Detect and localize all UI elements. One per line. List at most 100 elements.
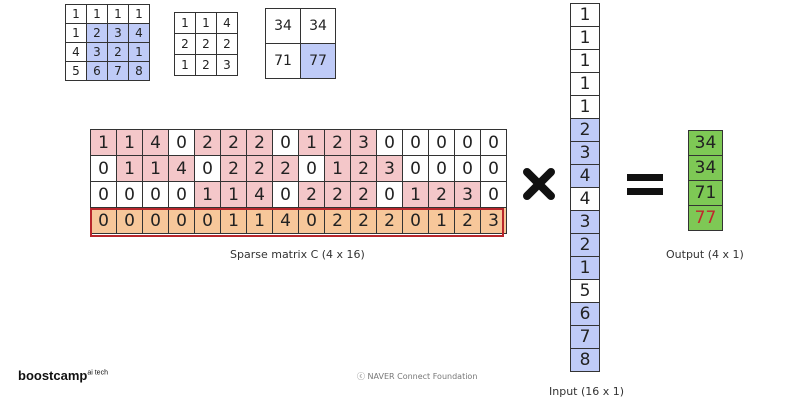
sparse-matrix-cell: 2 [350,155,377,182]
sparse-matrix-cell: 2 [324,207,351,234]
input-matrix-cell: 1 [107,4,129,24]
sparse-matrix-cell: 0 [428,129,455,156]
output-vector-cell: 34 [688,155,723,181]
sparse-matrix-cell: 2 [194,129,221,156]
sparse-matrix-cell: 2 [376,207,403,234]
sparse-matrix-cell: 2 [272,155,299,182]
sparse-matrix-cell: 0 [194,207,221,234]
sparse-matrix-cell: 0 [194,155,221,182]
sparse-matrix-cell: 2 [454,207,481,234]
copyright-text: ⓒ NAVER Connect Foundation [357,372,478,381]
sparse-matrix-cell: 2 [220,155,247,182]
sparse-matrix-cell: 4 [272,207,299,234]
sparse-matrix-cell: 0 [90,181,117,208]
sparse-matrix-cell: 0 [376,129,403,156]
sparse-matrix-cell: 0 [402,207,429,234]
input-vector-cell: 4 [570,187,600,211]
input-vector-cell: 1 [570,72,600,96]
sparse-matrix-cell: 0 [142,181,169,208]
sparse-matrix-cell: 1 [220,207,247,234]
kernel-cell: 1 [174,54,196,76]
sparse-matrix-cell: 1 [220,181,247,208]
sparse-matrix-label: Sparse matrix C (4 x 16) [230,248,365,261]
sparse-matrix-cell: 2 [324,181,351,208]
input-matrix-cell: 5 [65,61,87,81]
sparse-matrix-cell: 4 [142,129,169,156]
input-matrix-cell: 3 [86,42,108,62]
sparse-matrix-cell: 0 [142,207,169,234]
kernel-cell: 1 [195,12,217,34]
sparse-matrix-cell: 3 [376,155,403,182]
sparse-matrix-cell: 0 [480,155,507,182]
input-matrix-cell: 1 [65,23,87,43]
sparse-matrix-cell: 2 [220,129,247,156]
output-vector-cell: 34 [688,130,723,156]
sparse-matrix-cell: 1 [116,155,143,182]
sparse-matrix-cell: 2 [324,129,351,156]
logo-main-text: boostcamp [18,368,88,383]
sparse-matrix-cell: 2 [246,155,273,182]
input-matrix-cell: 6 [86,61,108,81]
sparse-matrix-cell: 0 [90,155,117,182]
sparse-matrix-cell: 0 [454,129,481,156]
sparse-matrix-cell: 0 [168,129,195,156]
kernel-cell: 2 [174,33,196,55]
input-matrix-cell: 8 [128,61,150,81]
input-vector-cell: 6 [570,302,600,326]
boostcamp-logo: boostcampai tech [18,368,108,383]
sparse-matrix-cell: 2 [246,129,273,156]
sparse-matrix-cell: 0 [402,155,429,182]
sparse-matrix-cell: 0 [272,129,299,156]
sparse-matrix-cell: 1 [246,207,273,234]
input-matrix-cell: 1 [128,4,150,24]
input-vector-cell: 2 [570,233,600,257]
input-matrix-cell: 7 [107,61,129,81]
sparse-matrix-cell: 0 [90,207,117,234]
input-vector-cell: 3 [570,141,600,165]
output-matrix-cell: 77 [300,43,336,79]
input-vector-cell: 7 [570,325,600,349]
sparse-matrix-cell: 0 [272,181,299,208]
sparse-matrix-cell: 0 [402,129,429,156]
input-vector-cell: 1 [570,256,600,280]
sparse-matrix-cell: 0 [480,181,507,208]
input-vector-cell: 1 [570,3,600,27]
output-matrix-cell: 34 [300,8,336,44]
sparse-matrix-cell: 0 [428,155,455,182]
input-vector-cell: 1 [570,49,600,73]
sparse-matrix-cell: 2 [428,181,455,208]
sparse-matrix-cell: 1 [142,155,169,182]
sparse-matrix-cell: 1 [402,181,429,208]
kernel-cell: 4 [216,12,238,34]
input-matrix-cell: 4 [65,42,87,62]
equals-icon [627,174,663,195]
kernel-cell: 2 [195,54,217,76]
sparse-matrix-cell: 1 [428,207,455,234]
sparse-matrix-cell: 4 [246,181,273,208]
output-vector-label: Output (4 x 1) [666,248,744,261]
input-vector-label: Input (16 x 1) [549,385,625,398]
sparse-matrix-cell: 1 [116,129,143,156]
input-matrix-cell: 2 [107,42,129,62]
sparse-matrix-cell: 1 [324,155,351,182]
sparse-matrix-cell: 0 [480,129,507,156]
input-vector-cell: 8 [570,348,600,372]
sparse-matrix-cell: 0 [298,207,325,234]
sparse-matrix-cell: 0 [116,181,143,208]
sparse-matrix-cell: 0 [168,207,195,234]
sparse-matrix-cell: 3 [350,129,377,156]
sparse-matrix-cell: 1 [90,129,117,156]
input-vector-cell: 1 [570,26,600,50]
sparse-matrix-cell: 2 [298,181,325,208]
sparse-matrix-cell: 1 [194,181,221,208]
sparse-matrix-cell: 0 [376,181,403,208]
sparse-matrix-cell: 0 [454,155,481,182]
input-vector-cell: 4 [570,164,600,188]
sparse-matrix-cell: 0 [168,181,195,208]
sparse-matrix-cell: 2 [350,181,377,208]
input-vector-cell: 2 [570,118,600,142]
kernel-cell: 1 [174,12,196,34]
